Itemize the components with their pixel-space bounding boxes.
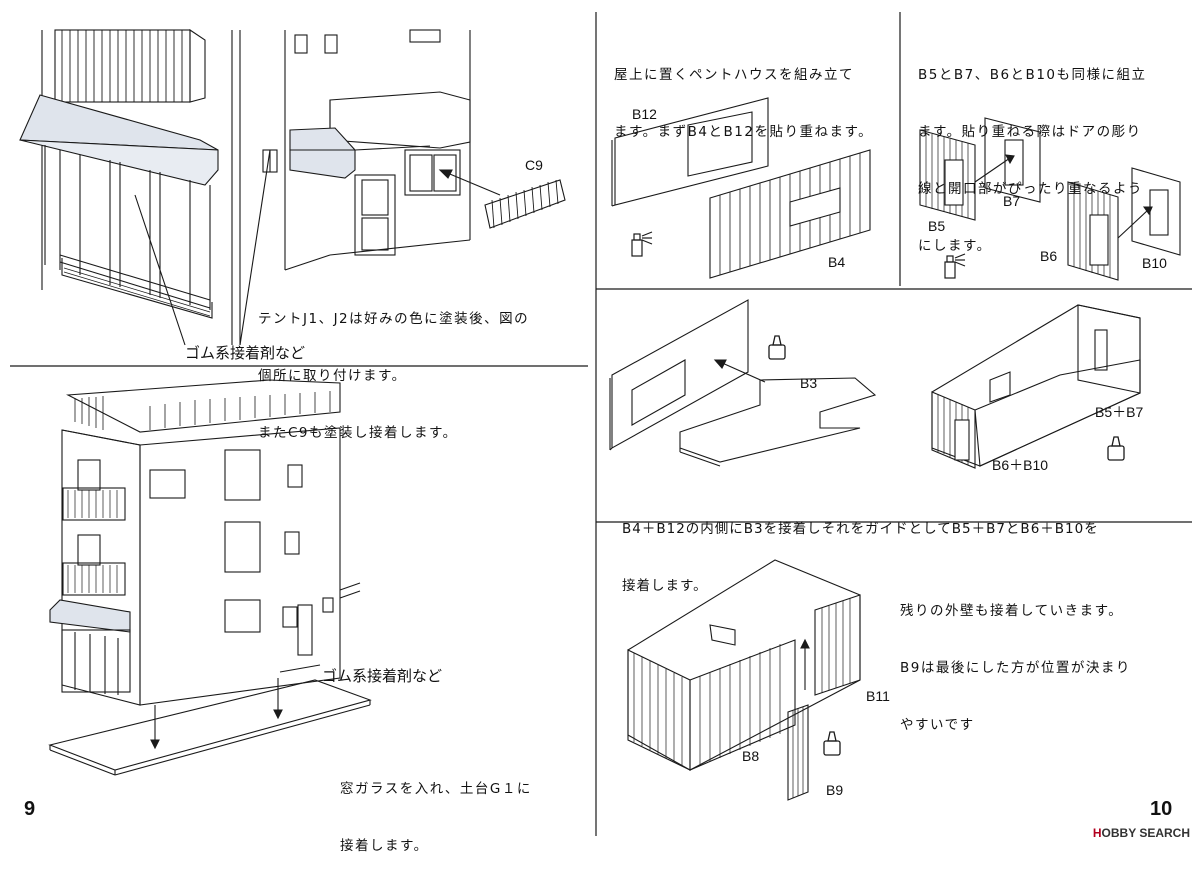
text-line: 線と開口部がぴったり重なるよう [918,181,1143,197]
building-awning-illustration [262,29,566,271]
part-label-b4: B4 [828,254,846,270]
text-line: やすいです [900,717,975,733]
storefront-illustration [19,28,271,346]
illustrations [10,12,1192,836]
text-line: 窓ガラスを入れ、土台G１に [340,781,532,797]
text-line: B9は最後にした方が位置が決まり [900,660,1131,676]
spray-can-icon [631,231,653,257]
instruction-sheet: テントJ1、J2は好みの色に塗装後、図の 個所に取り付けます。 またC9も塗装し… [10,12,1192,854]
text-line: B4＋B12の内側にB3を接着しそれをガイドとしてB5＋B7とB6＋B10を [622,521,1099,537]
part-label-c9: C9 [525,157,543,173]
step-text-base: 窓ガラスを入れ、土台G１に 接着します。 [340,742,532,875]
part-label-b7: B7 [1003,193,1021,209]
text-line: 屋上に置くペントハウスを組み立て [614,67,854,83]
text-line: テントJ1、J2は好みの色に塗装後、図の [258,311,530,327]
page-number-right: 10 [1150,798,1173,820]
step-text-outer-walls: 残りの外壁も接着していきます。 B9は最後にした方が位置が決まり やすいです [900,564,1131,754]
text-line: またC9も塗装し接着します。 [258,425,458,441]
step-text-penthouse: 屋上に置くペントハウスを組み立て ます。まずB4とB12を貼り重ねます。 [614,28,873,161]
part-label-b8: B8 [742,748,760,764]
glue-label: ゴム系接着剤など [322,668,443,685]
three-story-building-illustration [48,379,372,776]
text-line: 残りの外壁も接着していきます。 [900,603,1124,619]
part-label-b3: B3 [800,375,818,391]
watermark-h: H [1092,826,1102,840]
glue-bottle-icon [1107,436,1125,461]
part-label-b10: B10 [1142,255,1167,271]
part-label-b5: B5 [928,218,946,234]
outer-walls-illustration [627,559,861,801]
part-label-b5-b7: B5＋B7 [1095,404,1144,420]
step-text-door-walls: B5とB7、B6とB10も同様に組立 ます。貼り重ねる際はドアの彫り 線と開口部… [918,28,1147,275]
part-label-b11: B11 [866,688,890,704]
glue-label: ゴム系接着剤など [185,345,306,362]
glue-bottle-icon [768,335,786,360]
door-wall-parts-illustration [919,117,1181,281]
guide-assembly-illustration [609,299,1141,469]
glue-bottle-icon [823,731,841,756]
text-line: 接着します。 [622,578,708,594]
step-text-awning: テントJ1、J2は好みの色に塗装後、図の 個所に取り付けます。 またC9も塗装し… [258,272,529,462]
text-line: ます。貼り重ねる際はドアの彫り [918,124,1142,140]
text-line: B5とB7、B6とB10も同様に組立 [918,67,1147,83]
watermark-logo: HOBBY SEARCH [1093,826,1190,840]
page-number-left: 9 [24,798,36,820]
part-label-b12: B12 [632,106,657,122]
part-label-b6-b10: B6＋B10 [992,457,1049,473]
penthouse-parts-illustration [611,97,871,279]
text-line: 個所に取り付けます。 [258,368,407,384]
step-text-guide: B4＋B12の内側にB3を接着しそれをガイドとしてB5＋B7とB6＋B10を 接… [622,482,1099,615]
text-line: ます。まずB4とB12を貼り重ねます。 [614,124,874,140]
watermark-text: OBBY SEARCH [1101,826,1190,840]
text-line: にします。 [918,238,992,254]
spray-can-icon [944,253,966,279]
text-line: 接着します。 [340,838,429,854]
part-label-b6: B6 [1040,248,1058,264]
part-label-b9: B9 [826,782,844,798]
